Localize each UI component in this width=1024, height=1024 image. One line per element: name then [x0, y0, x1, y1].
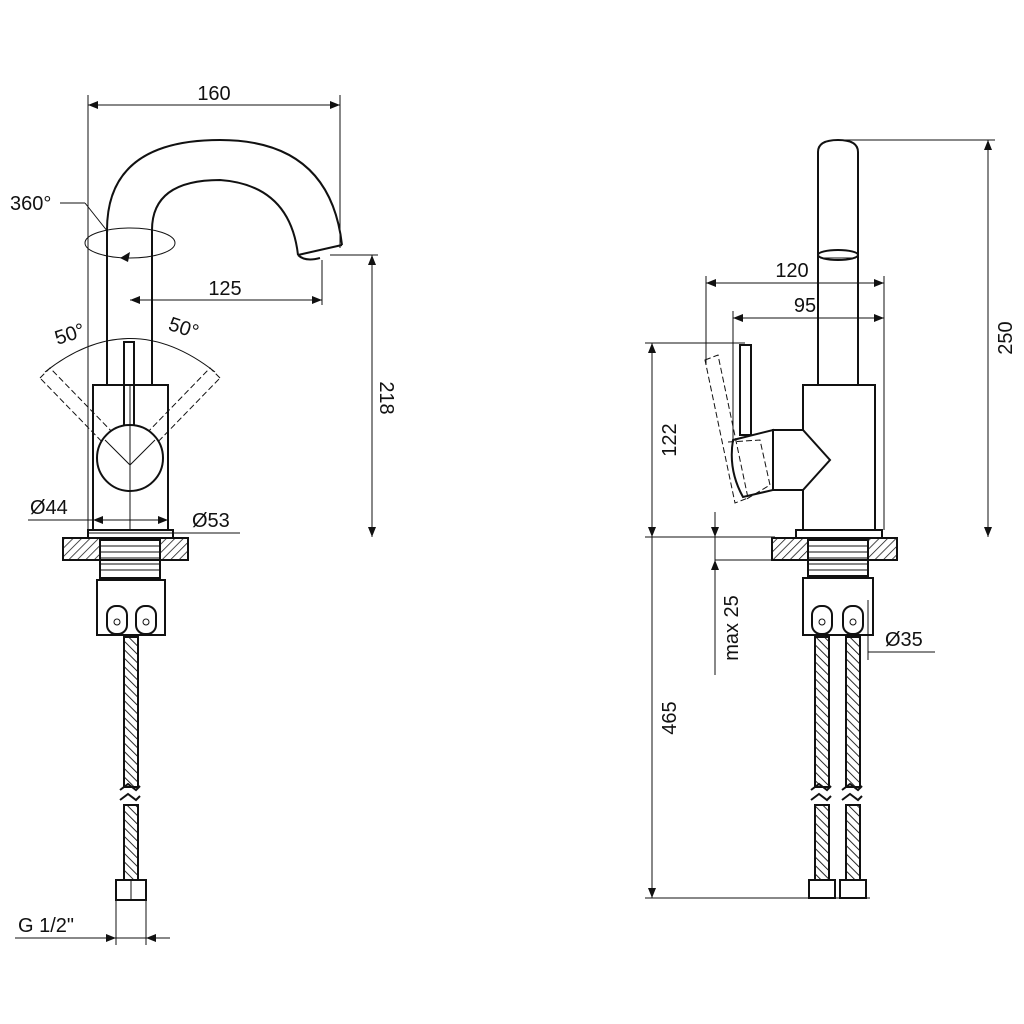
front-view: 160 360° 125	[10, 83, 397, 945]
dim-depth-label: 120	[775, 260, 808, 282]
dim-spout-reach-125: 125	[130, 260, 323, 305]
dim-hose-length-465: 465	[645, 537, 870, 899]
dim-lever-left-label: 50°	[52, 319, 88, 349]
dim-max-thickness-label: max 25	[721, 595, 743, 661]
side-hoses	[808, 636, 867, 899]
dim-pipe-dia-label: Ø35	[885, 629, 923, 651]
dim-hose-length-label: 465	[659, 701, 681, 734]
dim-inner-depth-label: 95	[794, 295, 816, 317]
dim-lever-height-label: 122	[659, 423, 681, 456]
side-spout	[817, 138, 859, 385]
dim-rotation-label: 360°	[10, 193, 51, 215]
dim-total-height-label: 250	[995, 321, 1017, 354]
dim-lever-height-122: 122	[645, 342, 745, 537]
dim-spout-height-218: 218	[330, 254, 397, 537]
dim-connector-label: G 1/2"	[18, 915, 74, 937]
dim-connector: G 1/2"	[15, 900, 170, 945]
dim-depth: 120 95	[705, 260, 885, 530]
dim-body-diameters: Ø44 Ø53	[28, 497, 240, 534]
dim-height-label: 218	[375, 381, 397, 414]
dim-lever-right-label: 50°	[166, 313, 202, 343]
dim-width-160: 160	[87, 83, 341, 530]
dim-rotation-360: 360°	[10, 193, 176, 262]
front-base	[62, 529, 189, 636]
dim-base-dia-label: Ø53	[192, 510, 230, 532]
dim-total-height-250: 250	[838, 139, 1017, 537]
side-body	[704, 344, 876, 531]
side-view: 250 120 95 122	[645, 138, 1017, 899]
dim-width-label: 160	[197, 83, 230, 105]
dim-pipe-diameter: Ø35	[867, 600, 935, 660]
dim-reach-label: 125	[208, 278, 241, 300]
front-spout	[106, 138, 343, 385]
dim-body-dia-label: Ø44	[30, 497, 68, 519]
side-base	[771, 529, 898, 636]
front-hose	[115, 636, 147, 901]
dim-max-thickness: max 25	[645, 512, 775, 675]
front-body	[92, 384, 169, 531]
